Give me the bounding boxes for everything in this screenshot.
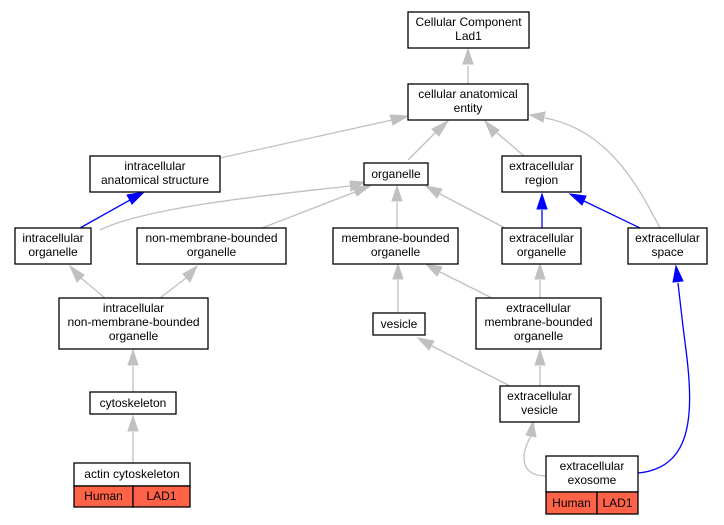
nodes: Cellular Component Lad1 cellular anatomi…: [14, 11, 708, 515]
edge-head: [68, 264, 85, 283]
edge-head: [462, 47, 474, 65]
node-label: organelle: [28, 245, 78, 259]
node-label: organelle: [109, 329, 159, 343]
node-cellular-anatomical-entity[interactable]: cellular anatomical entity: [407, 83, 529, 121]
edge-head: [568, 193, 587, 206]
edge-ecmbo-to-mbo: [439, 271, 493, 299]
node-label: exosome: [568, 473, 617, 487]
node-intracellular-non-membrane-bounded-organelle[interactable]: intracellular non-membrane-bounded organ…: [58, 297, 209, 350]
node-extracellular-organelle[interactable]: extracellular organelle: [501, 227, 582, 265]
node-label: anatomical structure: [101, 173, 209, 187]
node-label: extracellular: [507, 389, 572, 403]
annotation-tag: [596, 491, 639, 515]
node-cytoskeleton[interactable]: cytoskeleton: [89, 391, 177, 415]
node-label: cytoskeleton: [100, 396, 167, 410]
node-label: intracellular: [22, 231, 83, 245]
annotation-species: Human: [84, 489, 123, 503]
node-label: extracellular: [560, 459, 625, 473]
edge-head: [483, 119, 500, 138]
node-label: non-membrane-bounded: [145, 231, 277, 245]
edge-eco-to-organelle: [439, 193, 506, 229]
edge-head: [525, 419, 537, 438]
node-label: intracellular: [103, 301, 164, 315]
edge-head: [528, 111, 546, 123]
node-label: Cellular Component: [415, 15, 522, 29]
edge-ias-to-cae: [219, 119, 393, 159]
node-non-membrane-bounded-organelle[interactable]: non-membrane-bounded organelle: [136, 227, 287, 265]
node-label: extracellular: [506, 301, 571, 315]
node-label: organelle: [187, 245, 237, 259]
edge-head: [424, 263, 443, 277]
edge-head: [392, 262, 404, 280]
node-extracellular-exosome[interactable]: extracellular exosome Human LAD1: [545, 455, 639, 515]
edge-io-to-organelle: [99, 185, 351, 231]
edge-nmbo-to-organelle: [261, 191, 356, 229]
edge-head: [127, 414, 139, 432]
edge-ecr-to-cae: [495, 131, 525, 157]
node-label: vesicle: [381, 317, 418, 331]
edge-inmbo-to-nmbo: [159, 277, 187, 299]
edge-ecs-to-cae: [544, 117, 661, 229]
node-label: cellular anatomical: [418, 87, 517, 101]
node-label: vesicle: [521, 403, 558, 417]
node-label: organelle: [371, 245, 421, 259]
node-label: Lad1: [455, 29, 482, 43]
edge-head: [127, 348, 139, 366]
node-label: extracellular: [509, 231, 574, 245]
annotation-tag: [132, 485, 191, 508]
node-label: organelle: [517, 245, 567, 259]
node-label: extracellular: [635, 231, 700, 245]
edge-head: [672, 264, 684, 283]
edge-io-to-ias: [79, 199, 131, 229]
edge-ecs-to-ecr: [583, 200, 641, 229]
node-intracellular-organelle[interactable]: intracellular organelle: [14, 227, 92, 265]
edges: [68, 47, 691, 477]
node-vesicle[interactable]: vesicle: [372, 312, 426, 336]
node-label: space: [651, 245, 683, 259]
node-membrane-bounded-organelle[interactable]: membrane-bounded organelle: [332, 227, 459, 265]
node-label: intracellular: [124, 159, 185, 173]
node-intracellular-anatomical-structure[interactable]: intracellular anatomical structure: [89, 155, 221, 193]
node-actin-cytoskeleton[interactable]: actin cytoskeleton Human LAD1: [73, 462, 191, 508]
node-label: region: [525, 173, 558, 187]
edge-head: [389, 114, 410, 126]
node-label: actin cytoskeleton: [84, 467, 179, 481]
node-extracellular-membrane-bounded-organelle[interactable]: extracellular membrane-bounded organelle: [475, 297, 602, 350]
edge-head: [534, 348, 546, 366]
annotation-gene: LAD1: [146, 489, 176, 503]
edge-organelle-to-cae: [407, 131, 437, 161]
node-label: extracellular: [509, 159, 574, 173]
edge-head: [534, 262, 546, 280]
node-cellular-component-lad1[interactable]: Cellular Component Lad1: [407, 11, 530, 49]
node-extracellular-region[interactable]: extracellular region: [501, 155, 582, 193]
node-label: non-membrane-bounded: [67, 315, 199, 329]
edge-head: [416, 337, 435, 351]
node-label: organelle: [514, 329, 564, 343]
edge-head: [424, 185, 443, 199]
edge-head: [182, 264, 199, 283]
node-label: membrane-bounded: [341, 231, 449, 245]
annotation-species: Human: [552, 496, 591, 510]
edge-inmbo-to-io: [80, 277, 106, 299]
edge-head: [126, 191, 146, 205]
edge-exosome-to-ecs: [637, 282, 691, 474]
node-extracellular-vesicle[interactable]: extracellular vesicle: [499, 385, 580, 423]
edge-head: [536, 192, 548, 210]
node-label: entity: [454, 101, 483, 115]
node-extracellular-space[interactable]: extracellular space: [627, 227, 708, 265]
edge-ecv-to-vesicle: [431, 345, 511, 387]
node-organelle[interactable]: organelle: [363, 162, 429, 186]
edge-exosome-to-ecv: [523, 435, 547, 477]
edge-head: [352, 185, 372, 197]
node-label: membrane-bounded: [484, 315, 592, 329]
edge-head: [391, 184, 403, 202]
annotation-gene: LAD1: [602, 496, 632, 510]
edge-head: [431, 119, 450, 137]
node-label: organelle: [371, 167, 421, 181]
